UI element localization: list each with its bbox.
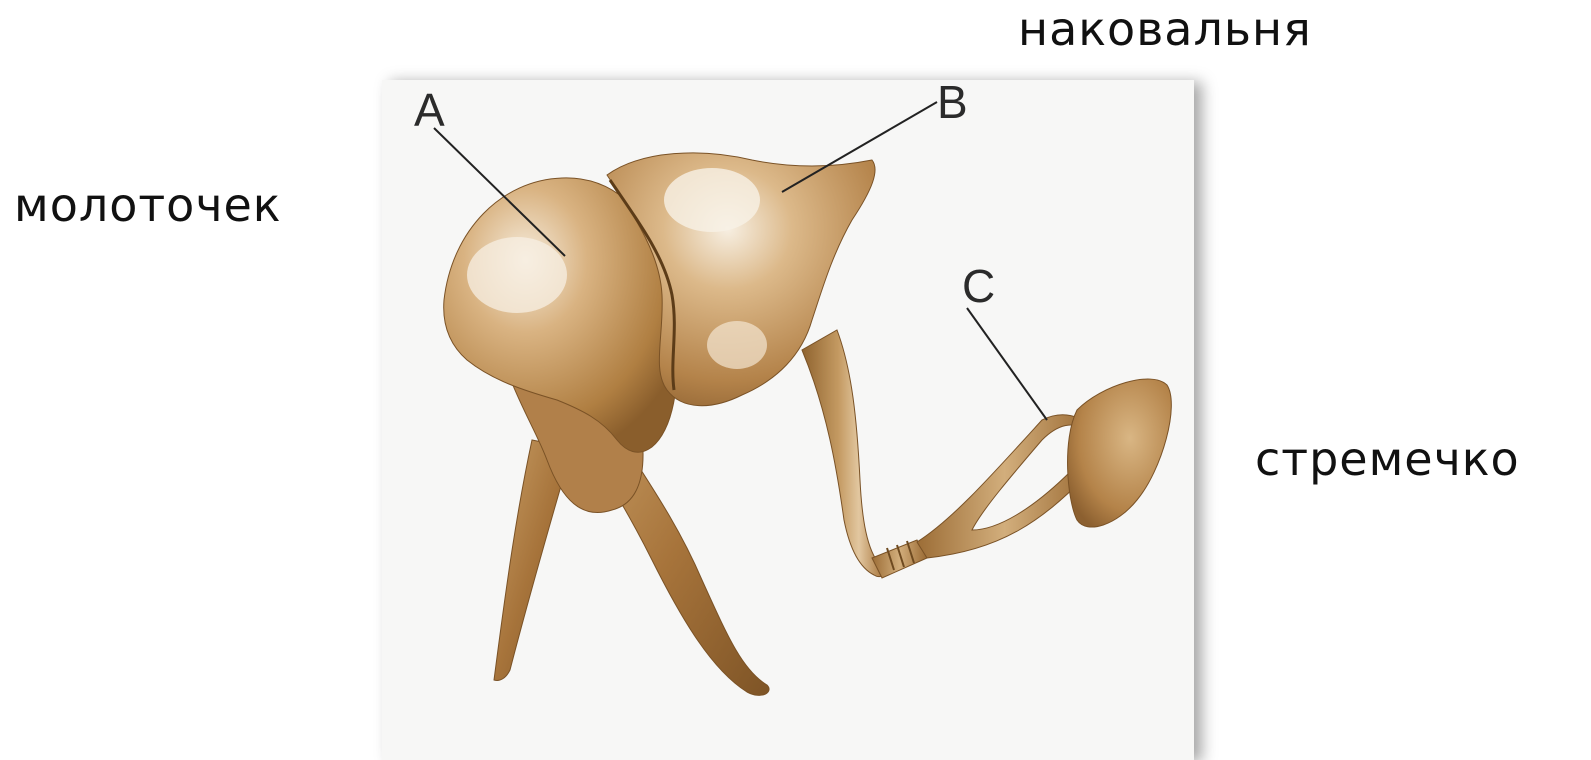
incus-body-highlight	[664, 168, 760, 232]
label-c: C	[962, 260, 995, 312]
stapes-crura	[917, 415, 1092, 558]
label-a: A	[414, 84, 445, 136]
malleus-caption: молоточек	[14, 178, 282, 232]
label-b: B	[937, 80, 968, 128]
stapes-footplate	[1068, 379, 1172, 527]
ossicles-illustration: A B C	[382, 80, 1194, 757]
stapes-caption: стремечко	[1255, 432, 1520, 486]
incus-long-process	[802, 330, 883, 577]
incus-lower-highlight	[707, 321, 767, 369]
ossicles-figure: A B C	[382, 80, 1194, 760]
incus-caption: наковальня	[1018, 2, 1312, 56]
leader-line-c	[967, 308, 1047, 420]
malleus-head-highlight	[467, 237, 567, 313]
